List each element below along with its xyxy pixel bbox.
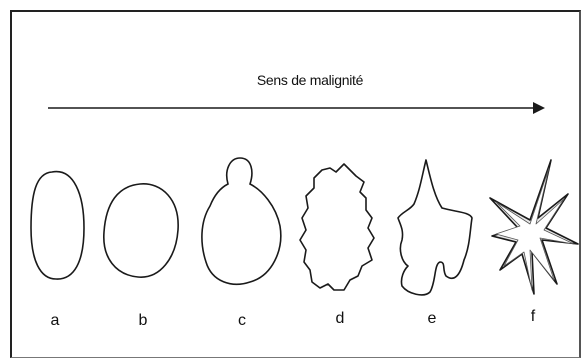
shape-c-outline	[202, 158, 281, 284]
shape-label-d: d	[325, 310, 355, 328]
shape-label-f: f	[518, 308, 548, 326]
malignancy-direction-arrow	[48, 102, 545, 114]
shape-label-e: e	[417, 310, 447, 328]
shape-label-b: b	[128, 312, 158, 330]
shape-d-outline	[300, 164, 374, 290]
shape-e-outline	[398, 160, 472, 295]
shape-b-outline	[104, 184, 178, 277]
shape-a-outline	[31, 172, 84, 279]
shape-label-a: a	[40, 312, 70, 330]
arrow-title: Sens de malignité	[230, 72, 390, 88]
shape-f-outline	[490, 160, 578, 294]
shape-label-c: c	[227, 312, 257, 330]
